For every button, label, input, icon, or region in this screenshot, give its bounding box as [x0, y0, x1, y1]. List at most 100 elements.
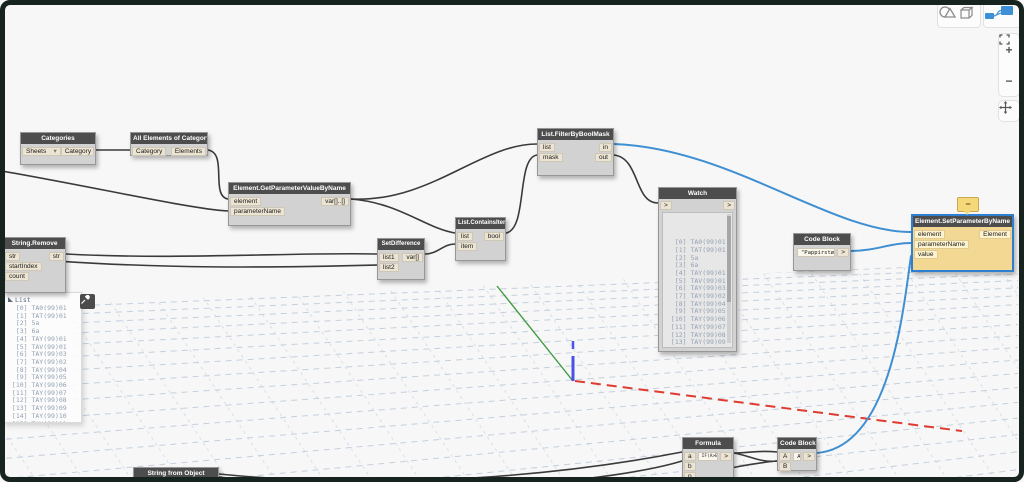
wire[interactable] [350, 143, 538, 200]
port-out-var[interactable]: var[]..[] [321, 197, 349, 206]
port-in-value[interactable]: value [914, 250, 938, 259]
node-title[interactable]: Code Block [794, 234, 850, 245]
wire[interactable] [350, 198, 456, 234]
node-title[interactable]: Element.GetParameterValueByName [229, 183, 350, 194]
port-out-bool[interactable]: bool [483, 232, 504, 241]
port-in-element[interactable]: element [914, 230, 946, 239]
node-title[interactable]: Code Block [778, 438, 816, 449]
node-code-block-bottom[interactable]: Code Block A A+B; > B [777, 437, 817, 471]
port-out-watch[interactable]: > [723, 201, 735, 210]
node-code-block-top[interactable]: Code Block "Pappirstødd"; > [793, 233, 851, 271]
selected-wire[interactable] [816, 255, 912, 454]
node-title[interactable]: Watch [659, 188, 736, 199]
code-block-input[interactable]: "Pappirstødd"; [797, 248, 836, 257]
node-watch[interactable]: Watch > > [0] TA0(99)01 [1] TAT(99)01 [2… [658, 187, 737, 352]
selected-wire[interactable] [613, 143, 912, 233]
preview-header[interactable]: List [8, 296, 79, 304]
port-in-b[interactable]: b [684, 462, 696, 471]
node-title[interactable]: Categories [21, 133, 95, 144]
port-in-A[interactable]: A [779, 452, 792, 461]
wire[interactable] [218, 460, 683, 482]
port-in-p[interactable]: p [684, 472, 696, 481]
graph-view-button[interactable] [983, 3, 1021, 28]
zoom-out-button[interactable]: − [1005, 73, 1013, 88]
port-in-mask[interactable]: mask [539, 153, 563, 162]
node-formula[interactable]: Formula a IF(A>B, P, L) > b p [682, 437, 734, 482]
node-all-elements-of-category[interactable]: All Elements of Category Category Elemen… [130, 132, 208, 156]
port-in-list[interactable]: list [457, 232, 473, 241]
pin-icon [81, 294, 90, 304]
node-title[interactable]: Element.SetParameterByName [913, 216, 1012, 227]
node-title[interactable]: List.ContainsItem [456, 218, 505, 229]
node-list-contains-item[interactable]: List.ContainsItem list bool item [455, 217, 506, 261]
categories-dropdown[interactable]: Sheets▾ [22, 147, 61, 156]
port-in-count[interactable]: count [5, 272, 29, 281]
port-out-element[interactable]: Element [979, 230, 1011, 239]
node-get-parameter-value-by-name[interactable]: Element.GetParameterValueByName element … [228, 182, 351, 226]
watch-scrollbar[interactable] [727, 214, 731, 343]
wire[interactable] [505, 154, 538, 234]
node-title[interactable]: String from Object [134, 468, 218, 479]
pan-icon [999, 101, 1012, 114]
port-in-list[interactable]: list [539, 143, 555, 152]
pan-button[interactable] [998, 100, 1020, 122]
port-in-startindex[interactable]: startIndex [5, 262, 42, 271]
port-out-code[interactable]: > [837, 248, 849, 257]
node-categories[interactable]: Categories Sheets▾ Category [20, 132, 96, 165]
node-string-remove[interactable]: String.Remove str str startIndex count [3, 237, 66, 293]
port-in-list2[interactable]: list2 [379, 263, 399, 272]
port-in-category[interactable]: Category [132, 147, 167, 156]
fit-to-view-icon[interactable] [999, 34, 1010, 45]
node-set-difference[interactable]: SetDifference list1 var[] list2 [377, 238, 425, 280]
geometry-preview-button[interactable] [937, 3, 981, 28]
node-title[interactable]: List.FilterByBoolMask [538, 129, 613, 140]
watch-list[interactable]: [0] TA0(99)01 [1] TAT(99)01 [2] 5a [3] 6… [662, 212, 733, 348]
selected-wire[interactable] [850, 242, 912, 252]
pin-preview-button[interactable] [80, 294, 95, 309]
node-title[interactable]: All Elements of Category [131, 133, 207, 144]
wire[interactable] [207, 149, 229, 200]
wire[interactable] [0, 169, 229, 212]
port-out-elements[interactable]: Elements [170, 147, 206, 156]
port-out-var[interactable]: var[] [402, 253, 423, 262]
code-block-input[interactable]: A+B; [793, 452, 802, 461]
wire[interactable] [218, 451, 683, 482]
port-out-formula[interactable]: > [720, 452, 732, 461]
expander-icon[interactable] [8, 297, 13, 302]
node-list-filter-by-bool-mask[interactable]: List.FilterByBoolMask list in mask out [537, 128, 614, 176]
node-title[interactable]: SetDifference [378, 239, 424, 250]
wire[interactable] [733, 452, 778, 463]
zoom-in-button[interactable]: + [1005, 42, 1013, 57]
node-warning-badge[interactable]: − [957, 197, 979, 215]
port-in-watch[interactable]: > [660, 201, 672, 210]
node-set-parameter-by-name[interactable]: Element.SetParameterByName element Eleme… [911, 214, 1014, 272]
wire[interactable] [613, 154, 659, 204]
node-title[interactable]: String.Remove [4, 238, 65, 249]
port-out-in[interactable]: in [598, 143, 612, 152]
port-in-parametername[interactable]: parameterName [230, 207, 285, 216]
port-out-code[interactable]: > [803, 452, 815, 461]
zoom-controls[interactable]: + − [998, 33, 1020, 97]
port-in-B[interactable]: B [779, 462, 792, 471]
port-out-str[interactable]: str [48, 252, 64, 261]
data-preview-bubble[interactable]: List [0] TA0(99)01 [1] TAT(99)01 [2] 5a … [3, 292, 82, 423]
node-title[interactable]: Formula [683, 438, 733, 449]
wire[interactable] [733, 450, 778, 454]
formula-expression[interactable]: IF(A>B, P, L) [697, 452, 719, 461]
node-string-from-object[interactable]: String from Object [133, 467, 219, 482]
port-out-category[interactable]: Category [60, 147, 94, 156]
wire[interactable] [424, 243, 456, 255]
port-in-item[interactable]: item [457, 242, 478, 251]
port-in-str[interactable]: str [5, 252, 21, 261]
port-in-a[interactable]: a [684, 452, 696, 461]
wire[interactable] [65, 252, 378, 258]
port-out-out[interactable]: out [594, 153, 612, 162]
graph-view-icon [985, 6, 1013, 19]
port-in-list1[interactable]: list1 [379, 253, 399, 262]
port-in-element[interactable]: element [230, 197, 262, 206]
preview-list: [0] TA0(99)01 [1] TAT(99)01 [2] 5a [3] 6… [8, 304, 67, 422]
port-in-parametername[interactable]: parameterName [914, 240, 969, 249]
